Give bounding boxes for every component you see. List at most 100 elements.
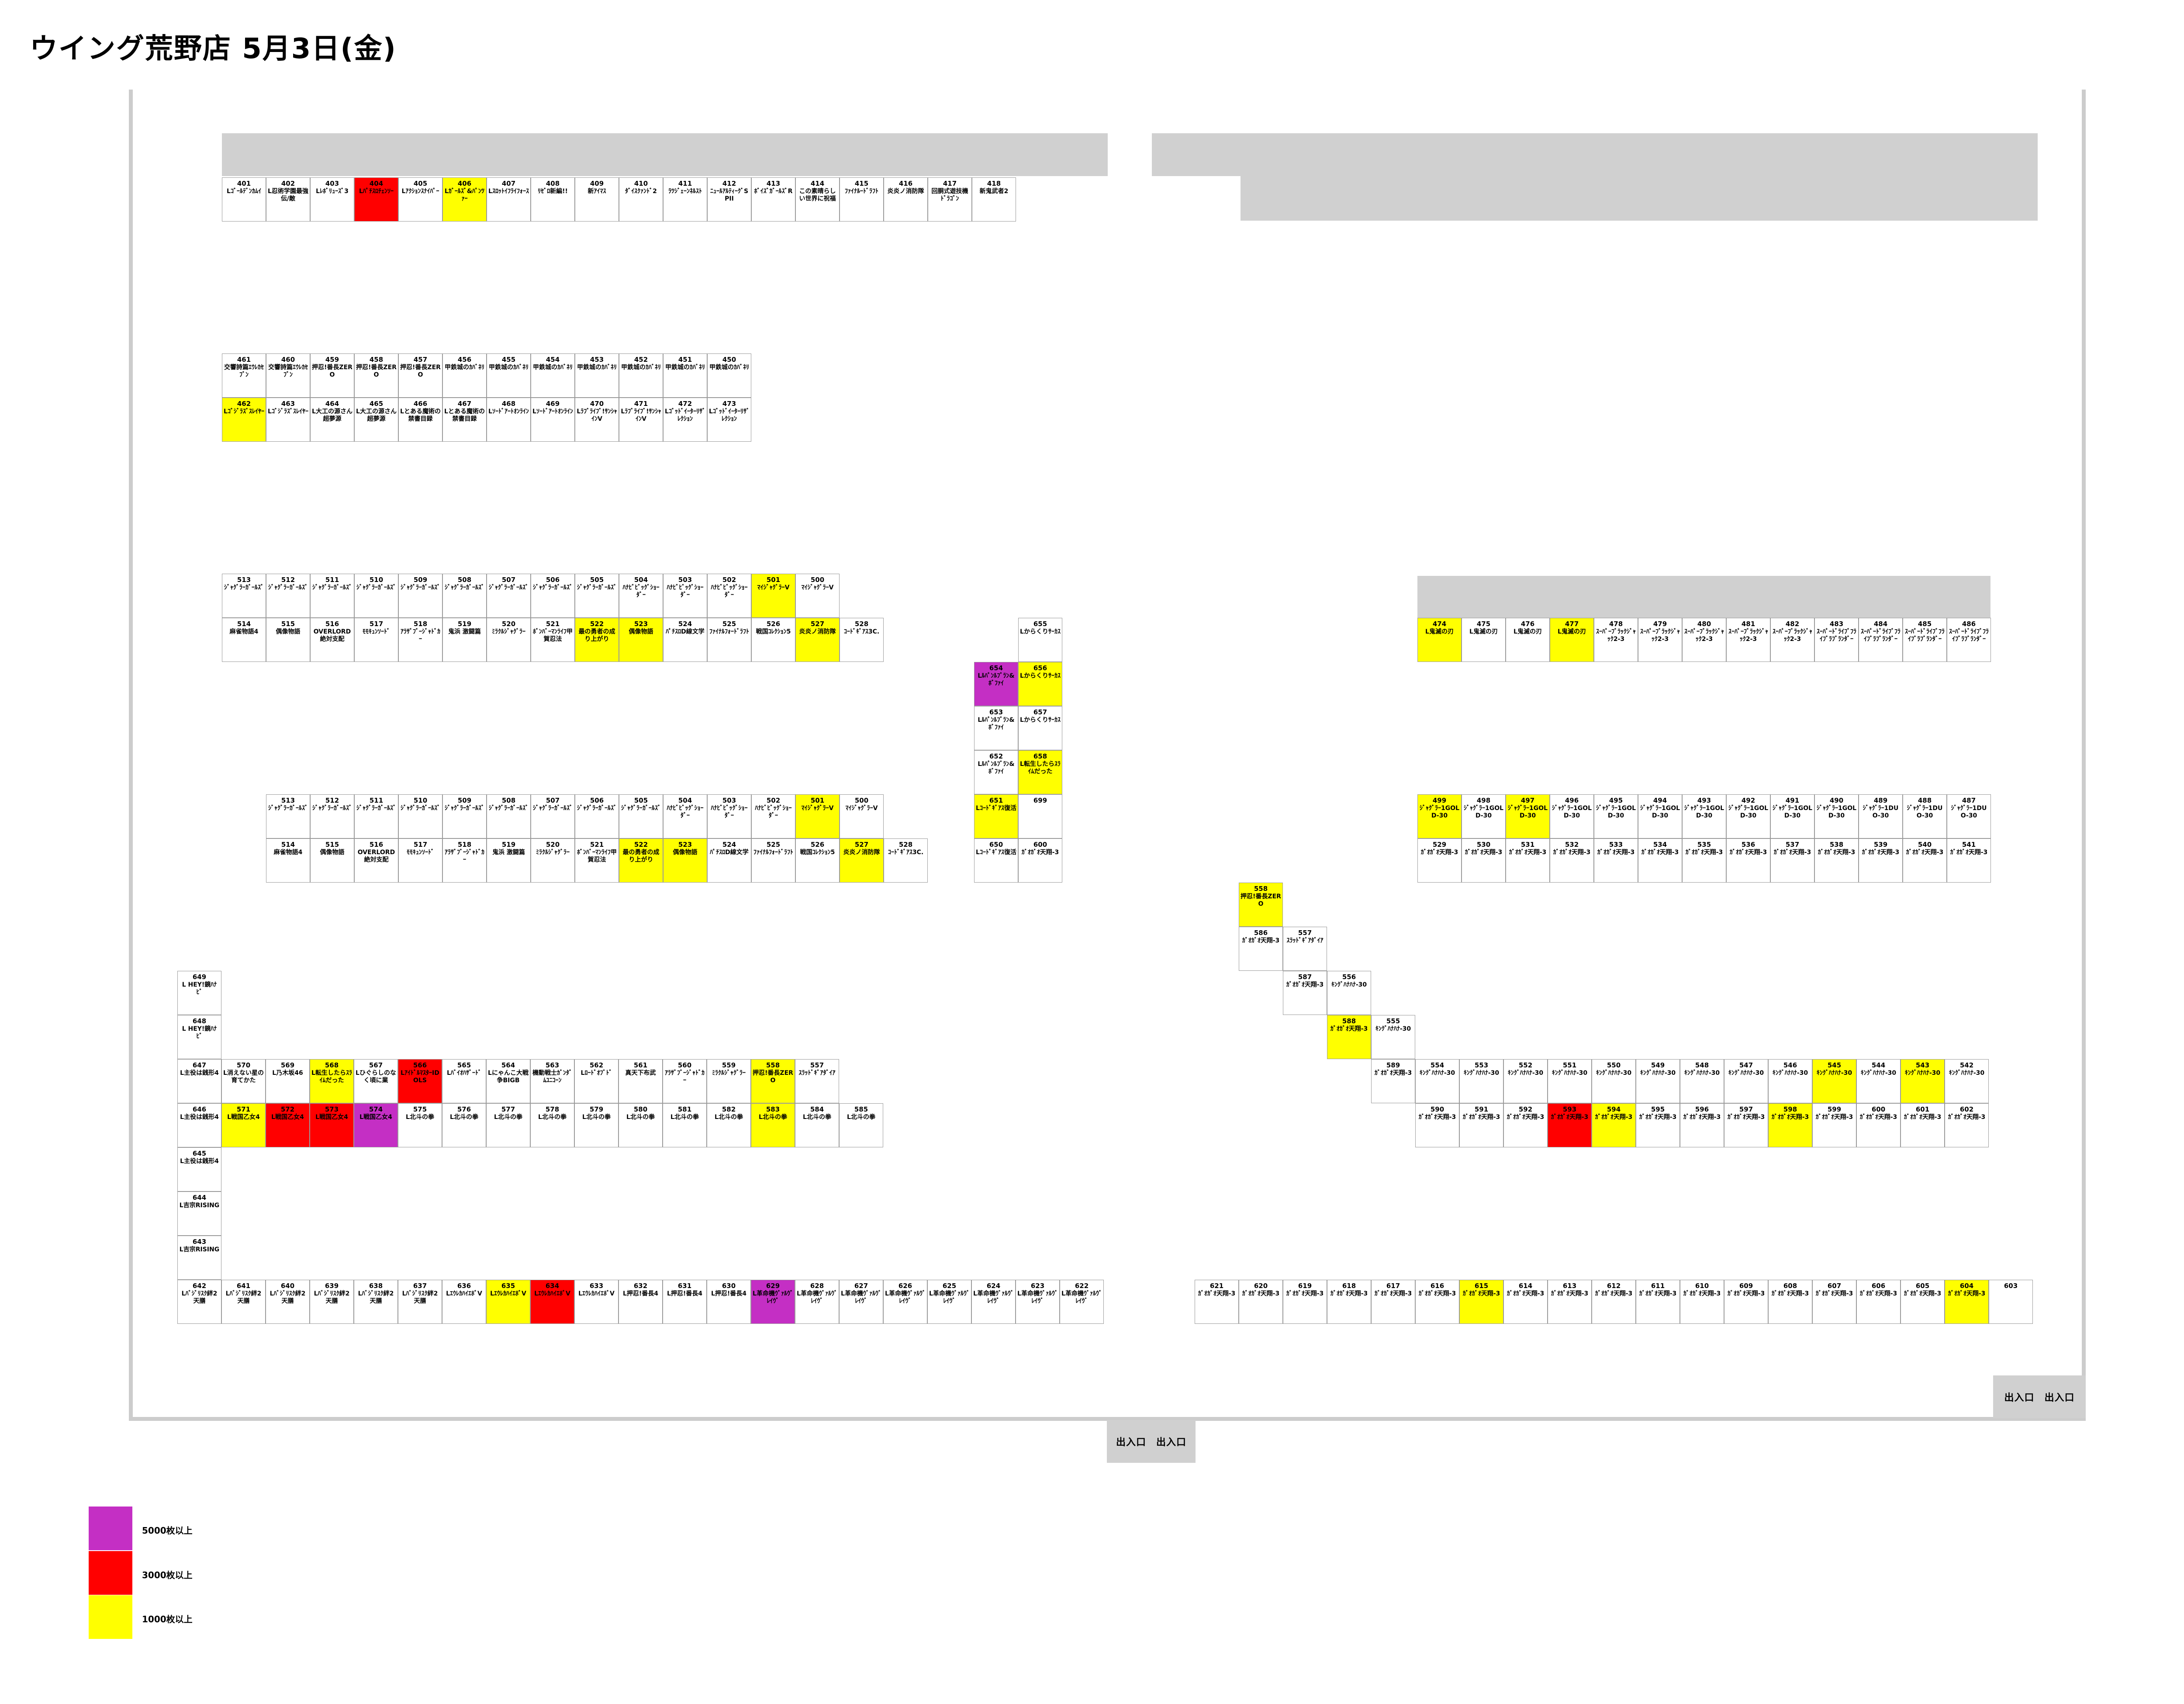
machine-699[interactable]: 699 bbox=[1018, 794, 1062, 838]
